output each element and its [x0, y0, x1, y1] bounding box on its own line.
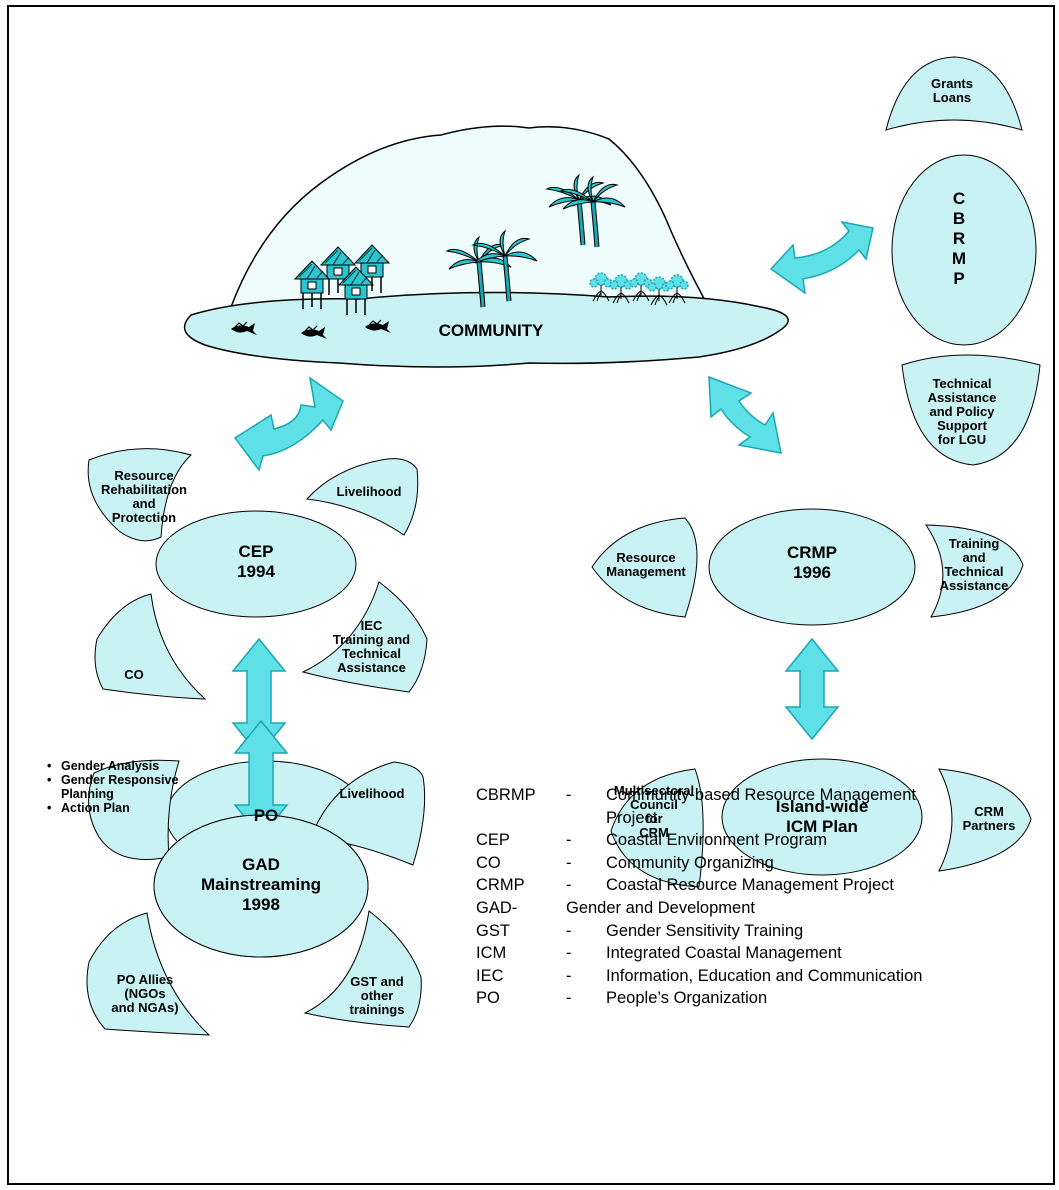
- cep-petal-top-right: [305, 458, 419, 536]
- cep-petal-bottom-left: [94, 593, 207, 700]
- legend-row: GST - Gender Sensitivity Training: [476, 920, 946, 943]
- crmp-group: [591, 508, 1024, 626]
- legend-dash: -: [566, 944, 572, 963]
- gad-petal-bottom-right-label: GST and other trainings: [349, 974, 405, 1017]
- cep-label: CEP 1994: [237, 542, 275, 581]
- cbrmp-top-petal: [885, 56, 1023, 131]
- po-label: PO: [253, 806, 279, 825]
- crmp-petal-left: [591, 517, 698, 618]
- crmp-label: CRMP 1996: [786, 543, 838, 582]
- legend-abbr: PO: [476, 989, 500, 1008]
- double-arrow-icon: [769, 220, 874, 295]
- cep-ellipse: [155, 510, 357, 618]
- icm-label: Island-wide ICM Plan: [775, 797, 869, 836]
- legend-row: CEP - Coastal Environment Program: [476, 829, 946, 852]
- legend-row: IEC - Information, Education and Communica…: [476, 965, 946, 988]
- legend-dash: -: [566, 966, 572, 985]
- legend-desc: People’s Organization: [606, 989, 768, 1008]
- legend-desc: Information, Education and Communication: [606, 966, 923, 985]
- cep-petal-top-right-label: Livelihood: [336, 484, 402, 499]
- legend-desc: Community-based Resource Management Proj…: [606, 786, 916, 827]
- legend-row: CRMP - Coastal Resource Management Project: [476, 874, 946, 897]
- legend-dash: -: [566, 876, 572, 895]
- cep-petal-top-left-label: Resource Rehabilitation and Protection: [101, 468, 187, 525]
- crmp-ellipse: [708, 508, 916, 626]
- cep-petal-bottom-right-label: IEC Training and Technical Assistance: [332, 618, 411, 675]
- cbrmp-top-label: Grants Loans: [931, 76, 973, 105]
- cep-petal-top-left: [87, 448, 192, 542]
- legend-desc: Gender Sensitivity Training: [606, 921, 804, 940]
- legend-row: CO - Community Organizing: [476, 852, 946, 875]
- crmp-petal-right-label: Training and Technical Assistance: [939, 536, 1009, 593]
- gad-bullet-item: Action Plan: [47, 801, 178, 815]
- gad-petal-bottom-left-label: PO Allies (NGOs and NGAs): [111, 972, 179, 1015]
- diagram-canvas: [86, 56, 1041, 1036]
- double-arrow-icon: [784, 637, 840, 741]
- legend-abbr: CEP: [476, 831, 510, 850]
- legend-row: CBRMP - Community-based Resource Managemen…: [476, 784, 946, 829]
- icm-petal-right: [938, 768, 1032, 872]
- legend-desc: Community Organizing: [606, 853, 774, 872]
- gad-bullet-item: Gender Responsive Planning: [47, 773, 178, 801]
- cbrmp-bottom-petal: [901, 354, 1041, 466]
- icm-ellipse: [721, 758, 923, 876]
- gad-bullet-list: Gender Analysis Gender Responsive Planni…: [47, 759, 178, 815]
- icm-group: [610, 758, 1032, 888]
- legend-row: GAD- Gender and Development: [476, 897, 946, 920]
- legend-abbr: ICM: [476, 944, 507, 963]
- legend-row: PO - People’s Organization: [476, 987, 946, 1010]
- island-shore: [183, 291, 789, 368]
- cbrmp-label: C B R M P: [951, 189, 967, 288]
- cep-petal-bottom-right: [301, 581, 428, 693]
- legend-abbr: CO: [476, 853, 501, 872]
- legend-desc: Integrated Coastal Management: [606, 944, 842, 963]
- community-label: COMMUNITY: [438, 321, 544, 340]
- icm-petal-left: [610, 768, 704, 888]
- gad-bullet-item: Gender Analysis: [47, 759, 178, 773]
- legend-abbr: GAD-: [476, 898, 518, 917]
- legend-desc: Coastal Resource Management Project: [606, 876, 894, 895]
- legend-desc: Gender and Development: [566, 898, 755, 917]
- community-island: [183, 125, 789, 368]
- crmp-petal-right: [925, 524, 1024, 618]
- legend-dash: -: [566, 989, 572, 1008]
- gad-petal-bottom-right: [303, 910, 422, 1028]
- cep-petal-bottom-left-label: CO: [124, 667, 144, 682]
- legend-abbr: CBRMP: [476, 786, 536, 804]
- icm-petal-left-label: Multisectoral Council for CRM: [613, 783, 695, 840]
- gad-ellipse-overlay: [153, 814, 369, 958]
- gad-label: GAD Mainstreaming 1998: [201, 855, 321, 914]
- legend-abbr: GST: [476, 921, 510, 940]
- diagram-frame: COMMUNITY Grants Loans C B R M P Technic…: [7, 5, 1055, 1185]
- legend-dash: -: [566, 853, 572, 872]
- legend-abbr: IEC: [476, 966, 504, 985]
- legend-dash: -: [566, 921, 572, 940]
- legend-abbr: CRMP: [476, 876, 525, 895]
- double-arrow-icon: [708, 375, 782, 454]
- cep-group: [87, 448, 428, 700]
- cbrmp-bottom-label: Technical Assistance and Policy Support …: [927, 376, 997, 447]
- legend-dash: -: [566, 786, 572, 804]
- crmp-petal-left-label: Resource Management: [606, 550, 686, 579]
- cbrmp-group: [885, 56, 1041, 466]
- gad-petal-bottom-left: [86, 912, 211, 1036]
- gad-petal-top-right-label: Livelihood: [339, 786, 405, 801]
- legend-desc: Coastal Environment Program: [606, 831, 828, 850]
- abbreviation-legend: CBRMP - Community-based Resource Managemen…: [476, 784, 946, 1010]
- double-arrow-icon: [233, 376, 344, 472]
- icm-petal-right-label: CRM Partners: [962, 804, 1016, 833]
- legend-dash: -: [566, 831, 572, 850]
- cbrmp-ellipse: [891, 154, 1037, 346]
- legend-row: ICM - Integrated Coastal Management: [476, 942, 946, 965]
